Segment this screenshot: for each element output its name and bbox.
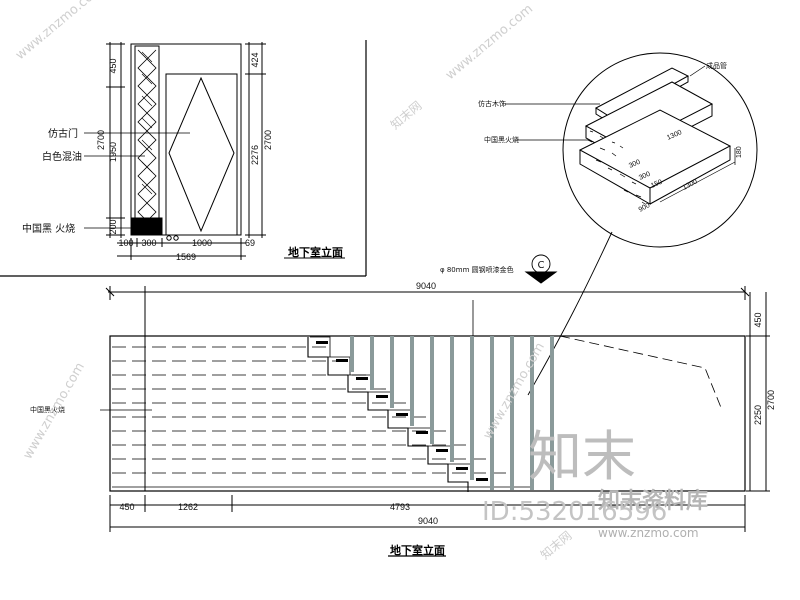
watermark-url-main: www.znzmo.com <box>598 526 699 540</box>
top-elevation <box>0 40 367 277</box>
detail-dim-900: 900 <box>638 202 652 214</box>
dim-right-2250: 2250 <box>753 405 763 425</box>
callout-paint: 白色混油 <box>42 150 82 163</box>
stair-elevation-title: 地下室立面 <box>390 543 445 557</box>
dim-69: 69 <box>245 238 255 248</box>
section-marker-label: C <box>538 260 545 271</box>
balusters <box>350 336 554 490</box>
dim-450: 450 <box>108 58 118 73</box>
dim-424: 424 <box>250 52 260 67</box>
dim-bottom-450: 450 <box>119 502 134 512</box>
rail-note: φ 80mm 圆钢喷漆金色 <box>440 265 514 274</box>
top-elevation-title: 地下室立面 <box>288 245 343 259</box>
callout-stone: 中国黑 火烧 <box>22 222 75 235</box>
watermark-brand-1: 知末网 <box>388 98 425 132</box>
dim-300: 300 <box>141 238 156 248</box>
dim-1950: 1950 <box>108 142 118 162</box>
dim-right-2700: 2700 <box>766 390 776 410</box>
left-note: 中国黑火烧 <box>30 405 65 414</box>
detail-dim-300a: 300 <box>628 159 642 170</box>
dim-top-total: 9040 <box>416 281 436 291</box>
watermark-url-1: www.znzmo.com <box>13 0 106 63</box>
stone-courses <box>112 346 510 474</box>
watermark-brand-name: 知末资料库 <box>598 488 708 514</box>
stair-elevation <box>100 254 770 557</box>
watermark-id: ID:532016596 <box>482 497 667 527</box>
detail-dim-1300b: 1300 <box>682 178 699 192</box>
dim-200: 200 <box>108 219 118 234</box>
watermark-brand-big: 知末 <box>528 425 636 488</box>
watermarks: www.znzmo.com www.znzmo.com www.znzmo.co… <box>13 0 708 562</box>
door-diamond <box>168 76 235 233</box>
dim-2276: 2276 <box>250 145 260 165</box>
detail-callout-2: 中国黑火烧 <box>484 135 519 144</box>
callout-door: 仿古门 <box>48 127 78 140</box>
dim-100: 100 <box>118 238 133 248</box>
dim-1569: 1569 <box>176 252 196 262</box>
dim-bottom-1262: 1262 <box>178 502 198 512</box>
dim-1000: 1000 <box>192 238 212 248</box>
dim-bottom-4793: 4793 <box>390 502 410 512</box>
watermark-brand-2: 知末网 <box>538 528 575 562</box>
dim-bottom-total: 9040 <box>418 516 438 526</box>
detail-callout-1: 仿古木饰 <box>478 99 506 108</box>
black-base <box>131 217 163 236</box>
dim-2700-right: 2700 <box>263 130 273 150</box>
detail-callout-top: 成品管 <box>706 61 727 70</box>
door-frame <box>165 73 238 236</box>
dim-2700: 2700 <box>96 130 106 150</box>
detail-circle <box>505 52 758 396</box>
detail-dim-180: 180 <box>736 146 743 158</box>
top-elevation-labels: 仿古门 白色混油 中国黑 火烧 450 2700 1950 200 424 22… <box>22 52 343 262</box>
stair-elevation-labels: C φ 80mm 圆钢喷漆金色 中国黑火烧 9040 450 1262 4793… <box>30 260 776 557</box>
dim-right-450: 450 <box>753 312 763 327</box>
detail-dim-150: 150 <box>650 179 664 190</box>
watermark-url-2: www.znzmo.com <box>443 1 536 83</box>
detail-dim-300b: 300 <box>638 171 652 182</box>
